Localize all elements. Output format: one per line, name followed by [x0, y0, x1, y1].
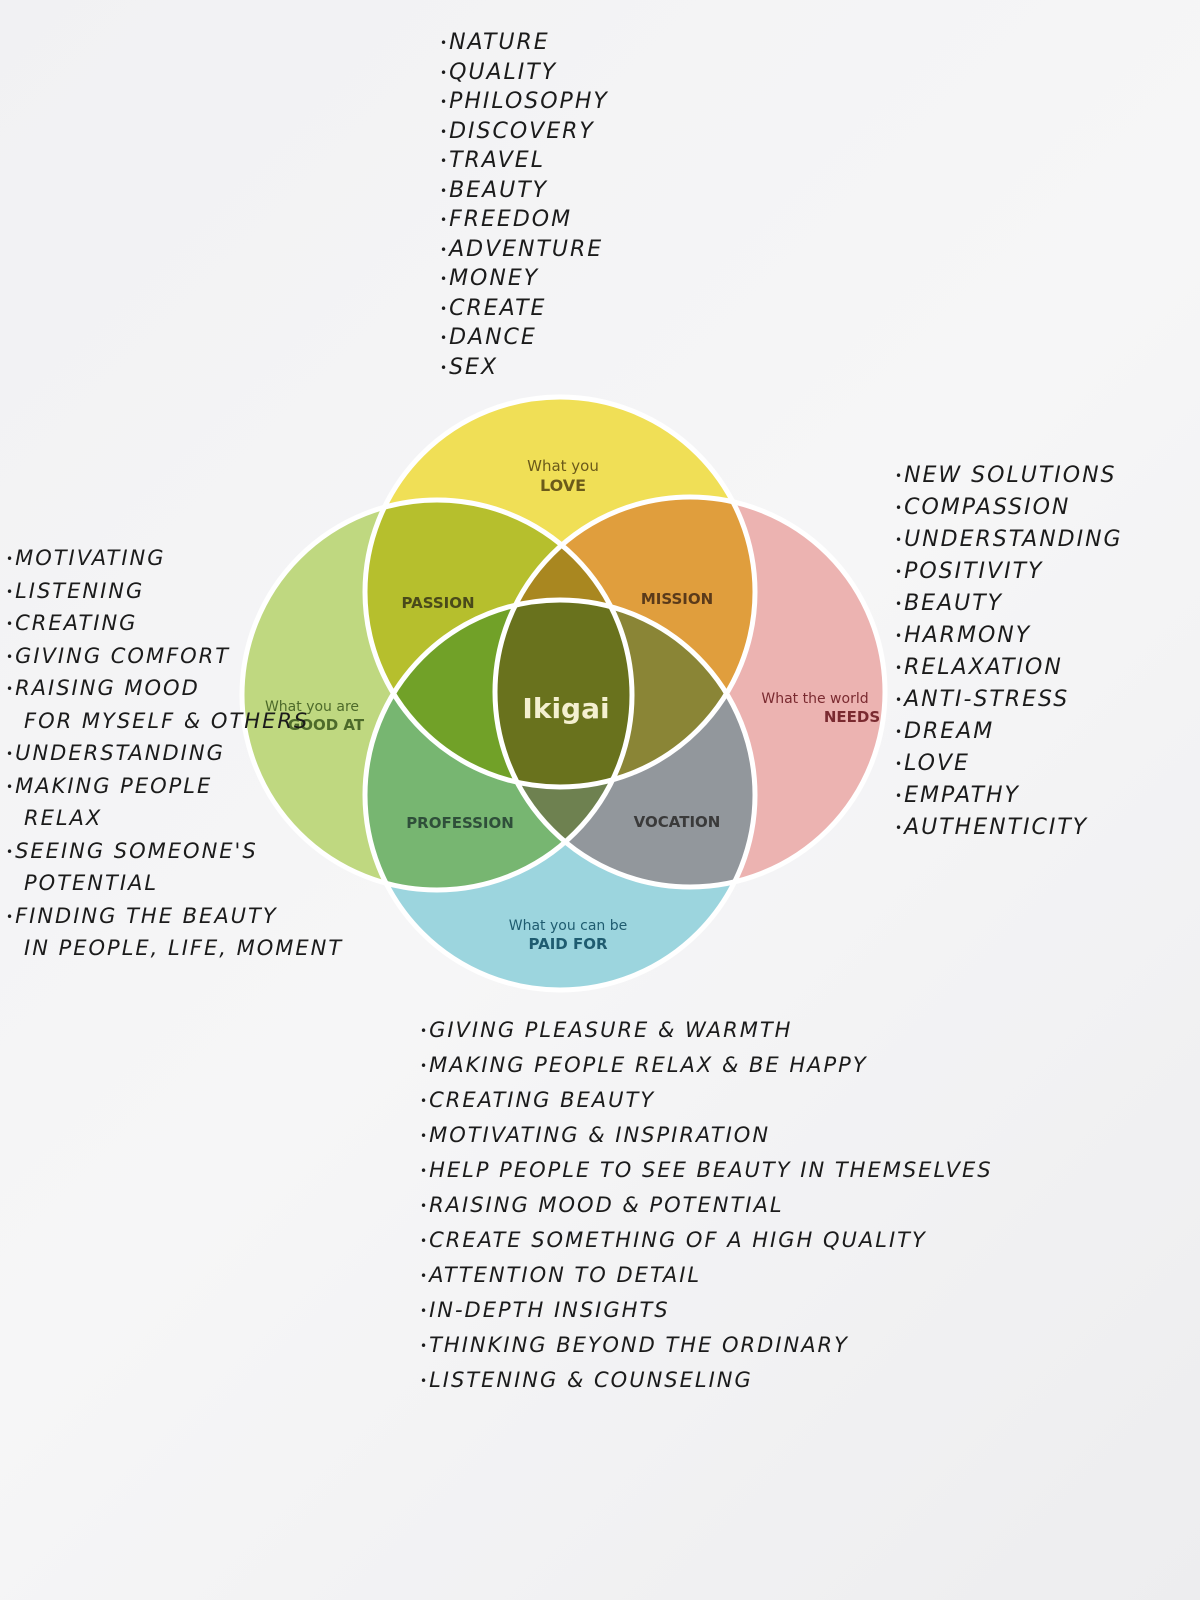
note-item: Nature	[440, 32, 609, 62]
note-item: relax	[24, 806, 103, 830]
note-item: in people, life, moment	[24, 936, 344, 960]
needs-label-line1: What the world	[761, 691, 868, 707]
circle-paid-for	[365, 600, 755, 990]
passion-label: PASSION	[401, 594, 474, 612]
note-item: Listening & counseling	[420, 1370, 993, 1405]
note-item: Quality	[440, 61, 609, 92]
note-item: Money	[440, 268, 609, 298]
note-item: Giving pleasure & warmth	[420, 1020, 993, 1055]
note-item: Anti-stress	[895, 689, 1123, 721]
needs-label-line2: NEEDS	[824, 708, 880, 726]
note-item: Finding the beauty	[6, 905, 343, 939]
note-item: Seeing someone's	[6, 840, 343, 874]
paid-for-notes-list: Giving pleasure & warmthMaking people re…	[420, 1020, 993, 1405]
vocation-label: VOCATION	[634, 813, 721, 831]
note-item: Philosophy	[440, 91, 609, 121]
note-item: Attention to detail	[420, 1265, 993, 1300]
note-item: Making people	[6, 775, 343, 809]
good-at-notes-list: MotivatingListeningCreatingGiving comfor…	[6, 548, 343, 971]
note-item: Beauty	[895, 593, 1123, 625]
profession-label: PROFESSION	[406, 814, 514, 832]
note-item: Understanding	[6, 743, 343, 776]
note-item: Beauty	[440, 179, 609, 210]
note-item: Understanding	[895, 529, 1123, 561]
note-item: Making people relax & be happy	[420, 1055, 993, 1090]
note-item: New solutions	[895, 465, 1123, 497]
note-item: Harmony	[895, 625, 1123, 657]
note-item: Authenticity	[895, 817, 1123, 849]
note-item: Raising mood & potential	[420, 1195, 993, 1230]
love-label-line2: LOVE	[540, 476, 586, 495]
needs-notes-list: New solutionsCompassionUnderstandingPosi…	[895, 465, 1123, 849]
note-item: Empathy	[895, 785, 1123, 817]
mission-label: MISSION	[641, 590, 713, 608]
note-item: Motivating & inspiration	[420, 1125, 993, 1160]
note-item: In-depth insights	[420, 1300, 993, 1335]
note-item: Creating	[6, 613, 343, 646]
note-item: Thinking beyond the ordinary	[420, 1335, 993, 1370]
note-item: Adventure	[440, 238, 609, 269]
note-item: Create	[440, 297, 609, 328]
note-item: Compassion	[895, 497, 1123, 529]
note-item: Dance	[440, 327, 609, 357]
note-item: Help people to see beauty in themselves	[420, 1160, 993, 1195]
love-notes-list: NatureQualityPhilosophyDiscoveryTravelBe…	[440, 32, 609, 386]
note-item: Create something of a high quality	[420, 1230, 993, 1265]
note-item: Sex	[440, 356, 609, 387]
note-item: Giving comfort	[6, 645, 343, 679]
note-item: Discovery	[440, 120, 609, 151]
note-item: Creating beauty	[420, 1090, 993, 1125]
paid-for-label-line1: What you can be	[509, 918, 628, 934]
ikigai-center-label: Ikigai	[522, 692, 609, 725]
note-item: Raising mood	[6, 678, 343, 711]
note-item: for myself & others	[24, 708, 310, 733]
note-item: Freedom	[440, 209, 609, 239]
note-item: Motivating	[6, 548, 343, 581]
note-item: Listening	[6, 580, 343, 614]
note-item: Dream	[895, 721, 1123, 753]
note-item: Positivity	[895, 561, 1123, 593]
note-item: potential	[24, 871, 159, 895]
good-at-label-line2: GOOD AT	[288, 716, 365, 734]
note-item: Love	[895, 753, 1123, 785]
love-label-line1: What you	[527, 457, 599, 475]
note-item: Relaxation	[895, 657, 1123, 689]
paid-for-label-line2: PAID FOR	[528, 935, 607, 953]
note-item: Travel	[440, 150, 609, 180]
